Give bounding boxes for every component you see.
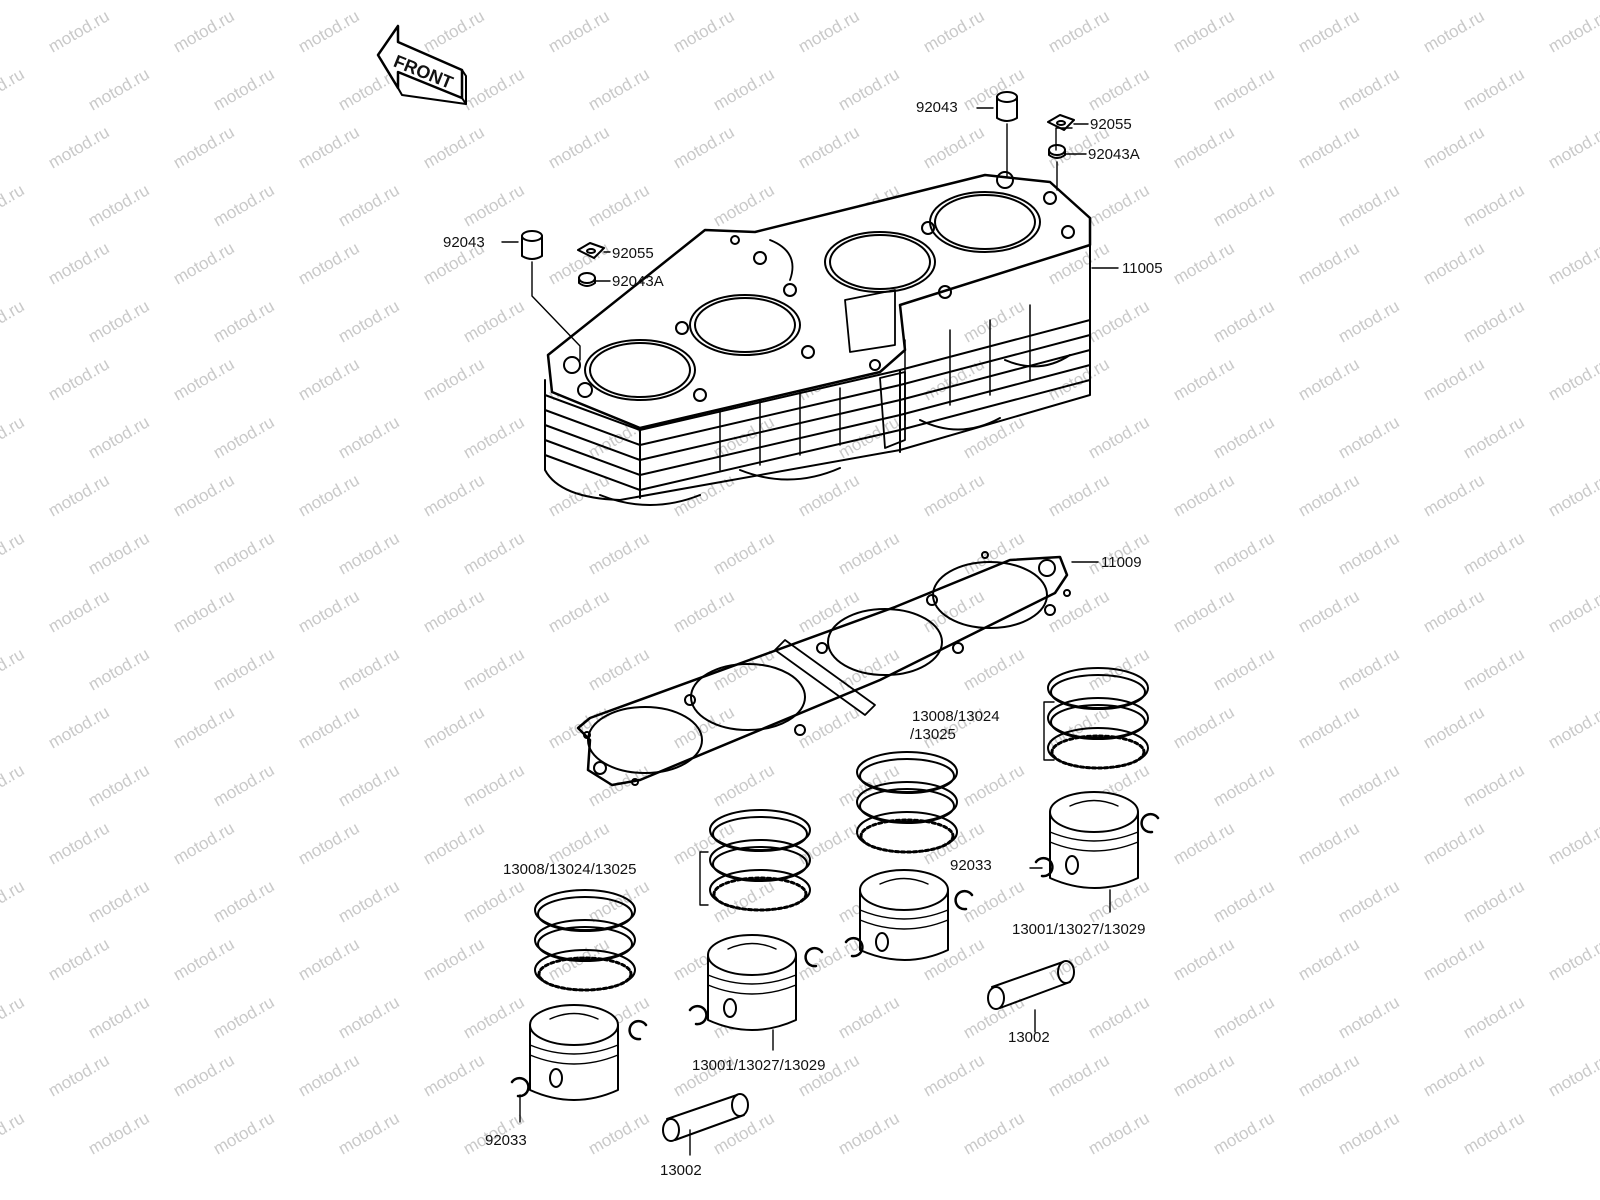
label-92043-left: 92043 (443, 234, 485, 251)
label-92055-left: 92055 (612, 245, 654, 262)
piston-middle (859, 869, 949, 961)
label-pistons-left: 13001/13027/13029 (692, 1057, 826, 1074)
label-92043-right: 92043 (916, 99, 958, 116)
oring-92043A-left (578, 272, 596, 287)
label-92043A-left: 92043A (612, 273, 664, 290)
piston-pin-right (987, 960, 1075, 1010)
label-rings-right-line1: 13008/13024 (912, 708, 1000, 725)
label-13002-right: 13002 (1008, 1029, 1050, 1046)
piston-right (1049, 791, 1139, 889)
circlips (510, 812, 1160, 1098)
cylinder-block (544, 171, 1092, 506)
label-92033-left: 92033 (485, 1132, 527, 1149)
piston-left-lower (529, 1004, 619, 1101)
base-gasket (576, 551, 1071, 787)
label-92033-right: 92033 (950, 857, 992, 874)
oring-92043A-right (1048, 144, 1066, 159)
piston-ring-set-right (1047, 667, 1149, 770)
label-92043A-right: 92043A (1088, 146, 1140, 163)
piston-ring-set-left-lower (534, 889, 636, 992)
washer-92055-left (577, 242, 605, 259)
label-rings-right-line2: /13025 (910, 726, 956, 743)
piston-pin-left (662, 1093, 749, 1142)
piston-ring-set-left-upper (709, 809, 811, 912)
label-13002-left: 13002 (660, 1162, 702, 1179)
piston-ring-set-middle (856, 751, 958, 854)
label-11009: 11009 (1101, 554, 1142, 571)
label-11005: 11005 (1122, 260, 1163, 277)
dowel-92043-right (996, 91, 1018, 122)
piston-left-upper (707, 934, 797, 1031)
dowel-92043-left (521, 230, 543, 260)
label-pistons-right: 13001/13027/13029 (1012, 921, 1146, 938)
leader-lines (501, 107, 1119, 1156)
front-arrow-icon (376, 24, 467, 105)
label-92055-right: 92055 (1090, 116, 1132, 133)
label-rings-left: 13008/13024/13025 (503, 861, 637, 878)
